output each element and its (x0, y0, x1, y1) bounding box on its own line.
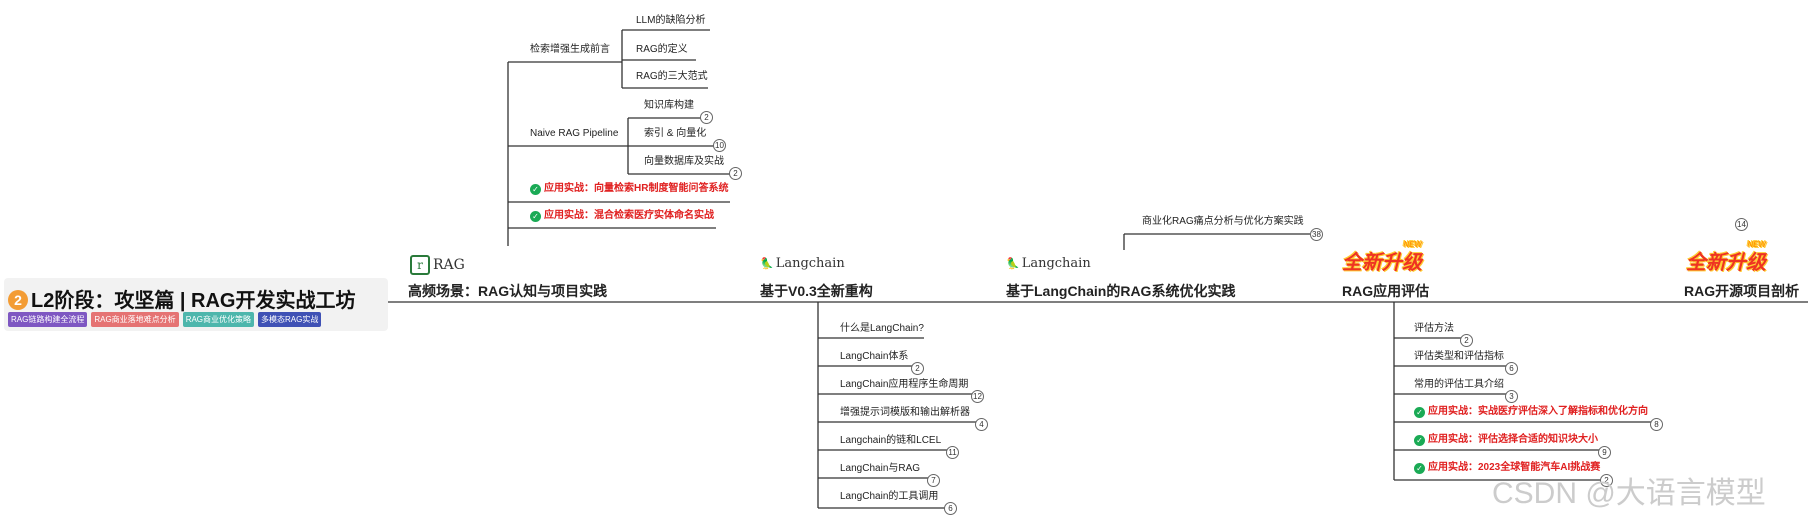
stage-number-badge: 2 (8, 290, 28, 310)
check-icon: ✓ (1414, 407, 1425, 418)
watermark: CSDN @大语言模型 (1492, 477, 1766, 510)
node-knowledge-base[interactable]: 知识库构建 (644, 100, 694, 111)
count-badge: 2 (1460, 334, 1473, 347)
count-badge: 2 (1600, 474, 1613, 487)
langchain-logo: 🦜Langchain (1006, 256, 1091, 271)
node-rag-intro[interactable]: 检索增强生成前言 (530, 44, 610, 55)
node-llm-defects[interactable]: LLM的缺陷分析 (636, 15, 706, 26)
count-badge: 11 (946, 446, 959, 459)
count-badge: 9 (1598, 446, 1611, 459)
count-badge: 10 (713, 139, 726, 152)
node-practice-chunk-size[interactable]: ✓应用实战：评估选择合适的知识块大小 (1414, 434, 1598, 446)
node-rag-definition[interactable]: RAG的定义 (636, 44, 688, 55)
stage-label-5[interactable]: RAG开源项目剖析 (1684, 283, 1800, 299)
parrot-icon: 🦜 (1006, 257, 1020, 270)
check-icon: ✓ (530, 211, 541, 222)
count-badge: 6 (944, 502, 957, 515)
check-icon: ✓ (1414, 435, 1425, 446)
count-badge: 2 (729, 167, 742, 180)
node-eval-metrics[interactable]: 评估类型和评估指标 (1414, 351, 1504, 362)
stage-label-2[interactable]: 基于V0.3全新重构 (760, 283, 873, 299)
node-commercial-rag[interactable]: 商业化RAG痛点分析与优化方案实践 (1142, 216, 1304, 227)
node-lcel[interactable]: Langchain的链和LCEL (840, 435, 942, 446)
parrot-icon: 🦜 (760, 257, 774, 270)
rag-logo-icon: r (410, 255, 430, 275)
stage-label-3[interactable]: 基于LangChain的RAG系统优化实践 (1006, 283, 1236, 299)
node-rag-paradigms[interactable]: RAG的三大范式 (636, 71, 708, 82)
count-badge: 12 (971, 390, 984, 403)
check-icon: ✓ (530, 184, 541, 195)
node-langchain-rag[interactable]: LangChain与RAG (840, 463, 921, 474)
tag-list: RAG链路构建全流程 RAG商业落地难点分析 RAG商业优化策略 多模态RAG实… (8, 312, 322, 327)
count-badge: 3 (1505, 390, 1518, 403)
node-what-is-langchain[interactable]: 什么是LangChain? (840, 323, 924, 334)
node-eval-tools[interactable]: 常用的评估工具介绍 (1414, 379, 1504, 390)
langchain-logo: 🦜Langchain (760, 256, 845, 271)
node-practice-car-ai[interactable]: ✓应用实战：2023全球智能汽车AI挑战赛 (1414, 462, 1600, 474)
stage-label-4[interactable]: RAG应用评估 (1342, 283, 1430, 299)
count-badge: 14 (1735, 218, 1748, 231)
count-badge: 2 (911, 362, 924, 375)
node-eval-method[interactable]: 评估方法 (1414, 323, 1454, 334)
node-prompt-parser[interactable]: 增强提示词模版和输出解析器 (840, 407, 970, 418)
count-badge: 2 (700, 111, 713, 124)
node-lifecycle[interactable]: LangChain应用程序生命周期 (840, 379, 969, 390)
count-badge: 7 (927, 474, 940, 487)
count-badge: 4 (975, 418, 988, 431)
tag: RAG链路构建全流程 (8, 312, 88, 327)
stage-label-1[interactable]: 高频场景：RAG认知与项目实践 (408, 283, 608, 299)
node-practice-medical-eval[interactable]: ✓应用实战：实战医疗评估深入了解指标和优化方向 (1414, 406, 1648, 418)
tag: RAG商业优化策略 (182, 312, 255, 327)
node-tool-calling[interactable]: LangChain的工具调用 (840, 491, 939, 502)
node-naive-rag[interactable]: Naive RAG Pipeline (530, 128, 619, 139)
count-badge: 38 (1310, 228, 1323, 241)
tag: 多模态RAG实战 (258, 312, 322, 327)
node-practice-hr[interactable]: ✓应用实战：向量检索HR制度智能问答系统 (530, 183, 728, 195)
count-badge: 8 (1650, 418, 1663, 431)
node-vector-db[interactable]: 向量数据库及实战 (644, 156, 724, 167)
node-indexing[interactable]: 索引 & 向量化 (644, 128, 707, 139)
tag: RAG商业落地难点分析 (91, 312, 179, 327)
check-icon: ✓ (1414, 463, 1425, 474)
node-practice-medical[interactable]: ✓应用实战：混合检索医疗实体命名实战 (530, 210, 714, 222)
title-text: L2阶段：攻坚篇 | RAG开发实战工坊 (31, 290, 356, 312)
count-badge: 6 (1505, 362, 1518, 375)
node-langchain-system[interactable]: LangChain体系 (840, 351, 909, 362)
